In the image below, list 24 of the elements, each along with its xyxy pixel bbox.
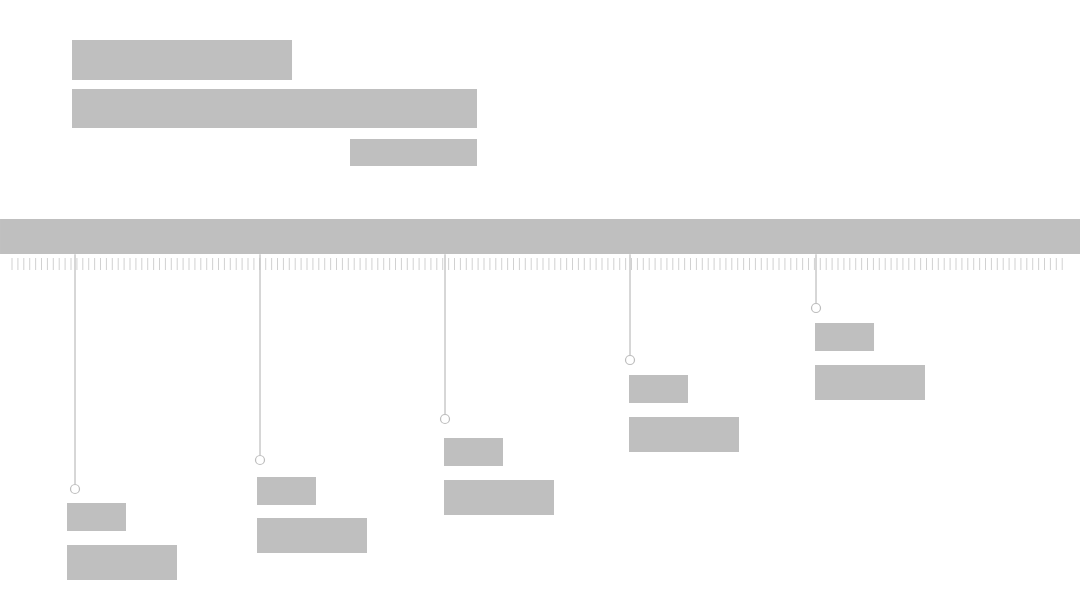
placeholder-block — [67, 545, 177, 580]
placeholder-block — [629, 417, 739, 452]
timeline-marker — [69, 483, 81, 495]
placeholder-block — [815, 365, 925, 400]
placeholder-block — [444, 480, 554, 515]
placeholder-block — [72, 89, 477, 128]
placeholder-block — [350, 139, 477, 166]
placeholder-block — [444, 438, 503, 466]
placeholder-block — [629, 375, 688, 403]
placeholder-block — [815, 323, 874, 351]
timeline-marker — [254, 454, 266, 466]
connector-line — [444, 253, 446, 415]
timeline-marker — [439, 413, 451, 425]
connector-line — [74, 253, 76, 485]
placeholder-block — [72, 40, 292, 80]
timeline-bar — [0, 219, 1080, 254]
connector-line — [815, 253, 817, 304]
timeline-marker — [624, 354, 636, 366]
placeholder-block — [67, 503, 126, 531]
connector-line — [629, 253, 631, 356]
timeline-marker — [810, 302, 822, 314]
connector-line — [259, 253, 261, 456]
placeholder-block — [257, 518, 367, 553]
placeholder-block — [257, 477, 316, 505]
